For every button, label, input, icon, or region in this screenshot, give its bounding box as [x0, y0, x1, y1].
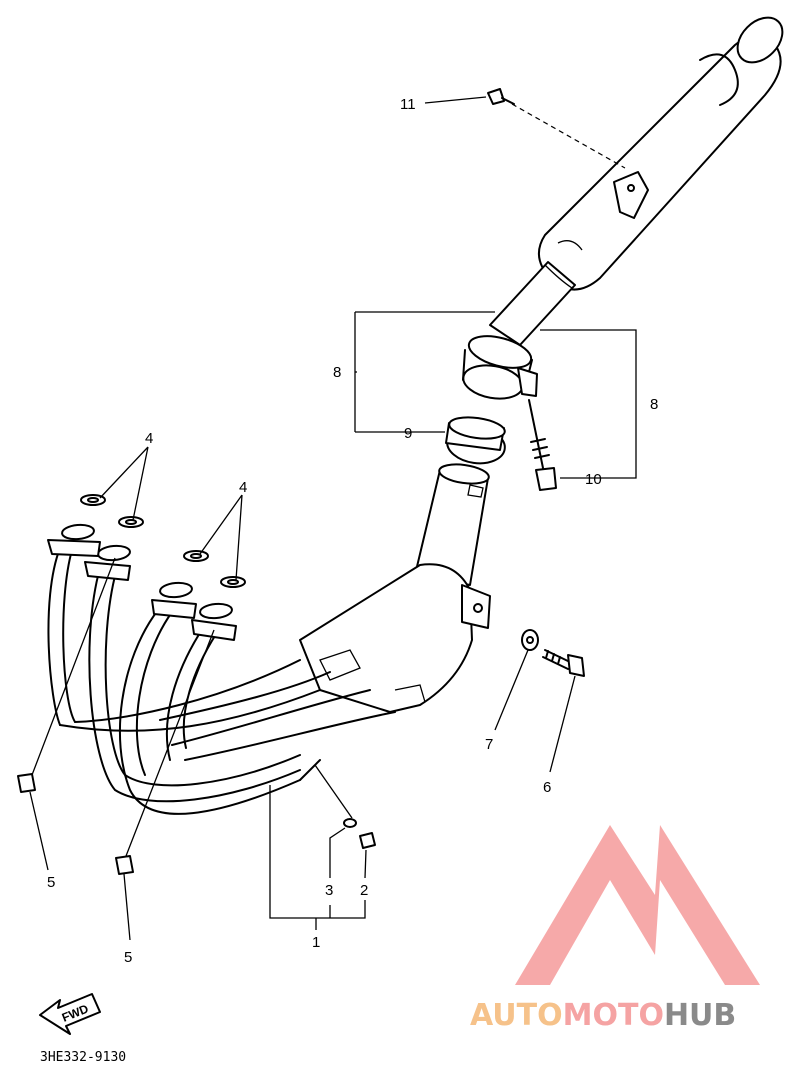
callout-4-right: 4 — [239, 479, 247, 496]
exhaust-header — [47, 463, 491, 815]
callout-6: 6 — [543, 779, 551, 796]
callout-7: 7 — [485, 736, 493, 753]
watermark: AUTOMOTOHUB — [470, 825, 760, 1033]
callout-10: 10 — [585, 471, 602, 488]
muffler-bolt — [487, 88, 626, 169]
callout-9: 9 — [404, 425, 412, 442]
svg-text:AUTOMOTOHUB: AUTOMOTOHUB — [470, 998, 736, 1033]
small-fasteners — [343, 818, 376, 849]
watermark-text-hub: HUB — [664, 998, 736, 1033]
callout-8-right: 8 — [650, 396, 658, 413]
washer-and-bolt — [521, 629, 585, 677]
callout-8-left: 8 — [333, 364, 341, 381]
callout-5-left: 5 — [47, 874, 55, 891]
callout-1: 1 — [312, 934, 320, 951]
muffler-clamp — [462, 335, 538, 400]
fwd-arrow-icon: FWD — [39, 993, 101, 1035]
clamp-bolt — [528, 399, 557, 491]
callout-3: 3 — [325, 882, 333, 899]
callout-2: 2 — [360, 882, 368, 899]
leader-lines — [29, 96, 637, 941]
exhaust-gaskets — [80, 494, 246, 588]
callout-4-left: 4 — [145, 430, 153, 447]
callouts: 11 8 8 9 10 4 4 7 6 5 5 3 2 1 — [47, 96, 658, 966]
watermark-logo-icon — [515, 825, 760, 985]
diagram-code: 3HE332-9130 — [40, 1050, 126, 1065]
callout-5-right: 5 — [124, 949, 132, 966]
muffler — [489, 16, 784, 346]
exhaust-nuts — [17, 773, 134, 875]
callout-11: 11 — [400, 96, 416, 113]
watermark-text-auto: AUTO — [470, 998, 563, 1033]
watermark-text-moto: MOTO — [563, 998, 664, 1033]
gasket — [445, 416, 506, 465]
